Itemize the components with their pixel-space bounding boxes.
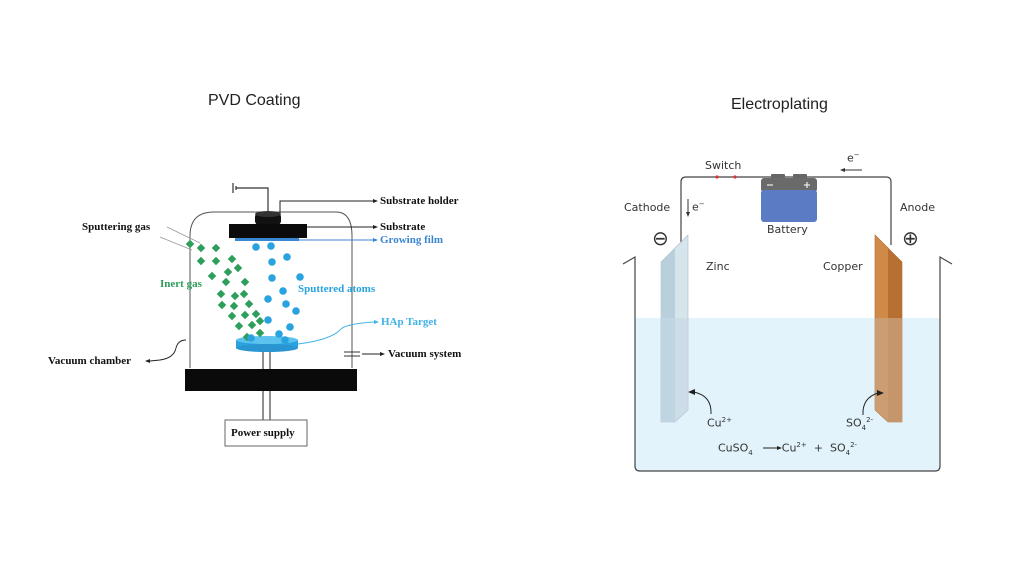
label-zinc: Zinc — [706, 260, 730, 273]
inert-gas-particle — [234, 321, 244, 331]
label-substrate-holder: Substrate holder — [380, 195, 459, 207]
label-growing-film: Growing film — [380, 234, 444, 246]
electroplating-title: Electroplating — [731, 96, 828, 113]
label-cu-ion: Cu2+ — [707, 416, 732, 430]
sputtered-atom — [296, 273, 304, 281]
inert-gas-particle — [247, 320, 257, 330]
inert-gas-particle — [255, 316, 265, 326]
inert-gas-particle — [216, 289, 226, 299]
inert-gas-particle — [227, 311, 237, 321]
zinc-electrode — [660, 234, 689, 423]
inert-gas-particle — [223, 267, 233, 277]
label-electron-cathode: e− — [692, 200, 705, 214]
label-switch: Switch — [705, 159, 742, 172]
switch — [715, 175, 719, 179]
label-sputtering-gas: Sputtering gas — [82, 221, 151, 233]
sputtered-atom — [252, 243, 260, 251]
label-cathode: Cathode — [624, 201, 671, 214]
sputtered-atom — [264, 295, 272, 303]
cathode-minus-icon: ⊖ — [652, 226, 669, 250]
label-copper: Copper — [823, 260, 863, 273]
label-so4-ion: SO42- — [846, 416, 874, 432]
sputtered-atom — [292, 307, 300, 315]
sputtered-atom — [282, 300, 290, 308]
inert-gas-particle — [230, 291, 240, 301]
battery-icon — [761, 174, 817, 222]
circuit-wire — [680, 176, 892, 250]
sputtered-atom — [247, 334, 255, 342]
label-inert-gas: Inert gas — [160, 278, 202, 290]
inert-gas-particle — [233, 263, 243, 273]
sputtered-atom — [268, 274, 276, 282]
label-substrate: Substrate — [380, 221, 426, 233]
equation: CuSO4 Cu2+ + SO42- — [718, 441, 858, 457]
growing-film — [235, 238, 299, 241]
anode-plus-icon: ⊕ — [902, 226, 919, 250]
label-power-supply: Power supply — [231, 427, 295, 439]
sputtered-atom — [268, 258, 276, 266]
label-battery: Battery — [767, 223, 808, 236]
inert-gas-particle — [240, 277, 250, 287]
inert-gas-particle — [229, 301, 239, 311]
sputtered-atom — [267, 242, 275, 250]
pvd-title: PVD Coating — [208, 92, 301, 109]
inert-gas-particle — [217, 300, 227, 310]
inert-gas-particle — [239, 289, 249, 299]
inert-gas-particle — [255, 328, 265, 338]
copper-electrode — [874, 234, 903, 423]
inert-gas-particle — [185, 239, 195, 249]
sputtered-atom — [286, 323, 294, 331]
label-sputtered-atoms: Sputtered atoms — [298, 283, 376, 295]
inert-gas-particle — [251, 309, 261, 319]
inert-gas-particle — [196, 243, 206, 253]
sputtered-atom — [279, 287, 287, 295]
hap-target — [236, 344, 298, 352]
inert-gas-particle — [211, 256, 221, 266]
electrolytic-tank — [622, 255, 953, 472]
inert-gas-particle — [244, 299, 254, 309]
power-supply-box — [224, 419, 308, 447]
sputtered-atom — [275, 330, 283, 338]
label-vacuum-system: Vacuum system — [388, 348, 462, 360]
substrate — [229, 224, 307, 238]
ground-symbol — [232, 183, 269, 213]
sputtered-atom — [264, 316, 272, 324]
label-vacuum-chamber: Vacuum chamber — [48, 355, 132, 367]
sputtered-atom — [283, 253, 291, 261]
inert-gas-particle — [221, 277, 231, 287]
inert-gas-particle — [211, 243, 221, 253]
label-hap-target: HAp Target — [381, 316, 437, 328]
label-anode: Anode — [900, 201, 935, 214]
base-plate — [185, 369, 357, 391]
inert-gas-particle — [240, 310, 250, 320]
sputtered-atom — [281, 336, 289, 344]
inert-gas-particle — [196, 256, 206, 266]
label-electron-top: e− — [847, 151, 860, 165]
inert-gas-particle — [227, 254, 237, 264]
inert-gas-particle — [207, 271, 217, 281]
